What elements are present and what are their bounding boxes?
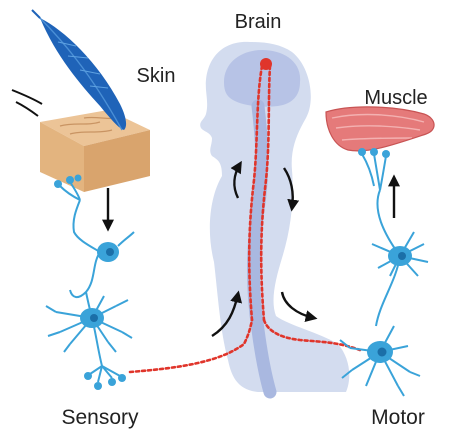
arrow-descending-lower xyxy=(282,292,314,318)
label-brain: Brain xyxy=(235,11,282,33)
label-motor: Motor xyxy=(371,406,425,429)
feather-icon xyxy=(32,10,126,130)
interneuron-nucleus xyxy=(90,314,98,322)
label-skin: Skin xyxy=(137,65,176,87)
sensory-neuron-icon xyxy=(70,232,134,297)
motor-upper-nucleus xyxy=(398,252,406,260)
brain-target-dot xyxy=(260,58,272,70)
skin-block-icon xyxy=(40,110,150,192)
label-muscle: Muscle xyxy=(364,87,427,109)
interneuron-icon xyxy=(46,292,132,382)
sensory-receptor xyxy=(60,182,100,252)
muscle-icon xyxy=(326,107,434,151)
motion-line-2 xyxy=(16,102,38,116)
motor-lower-nucleus xyxy=(378,348,387,357)
label-sensory: Sensory xyxy=(61,406,139,429)
